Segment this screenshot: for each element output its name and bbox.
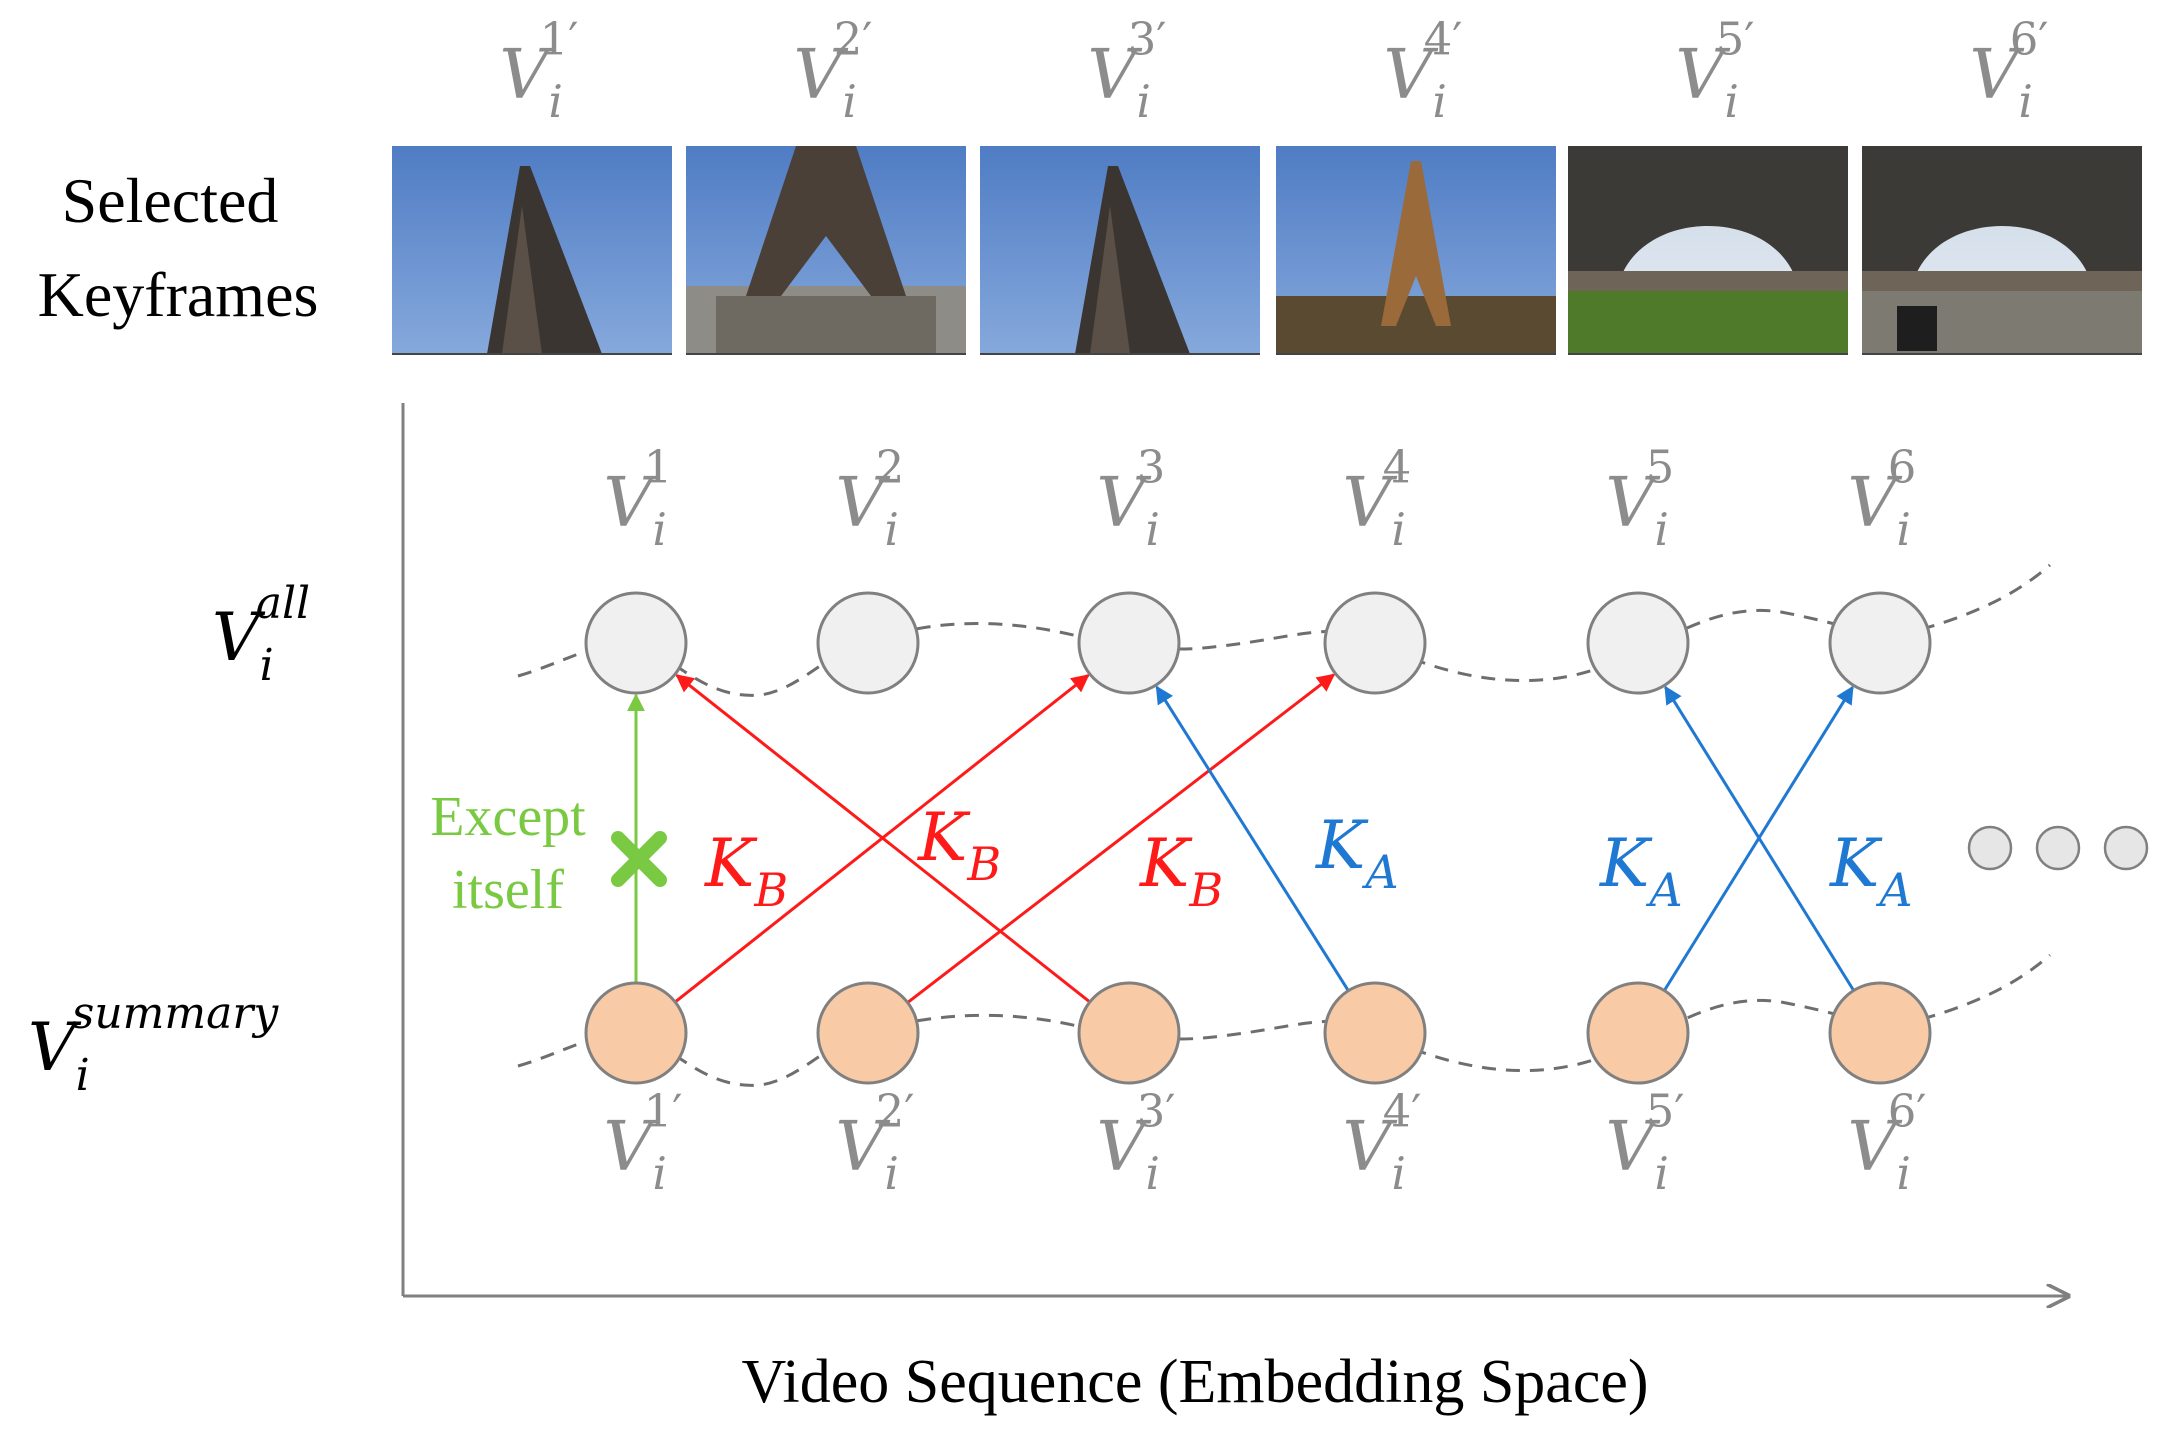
except-itself-line1: Except [430, 786, 586, 848]
summary-node-4 [1323, 981, 1427, 1085]
keyframe-labels: Vi1′ Vi2′ Vi3′ Vi4′ Vi5′ Vi6′ [499, 12, 2048, 128]
edge-label-ka-6: KA [1829, 825, 1913, 917]
edge-label-kb-2: KB [917, 799, 1001, 891]
all-node-label-2: Vi2 [835, 440, 904, 556]
edge-labels: KB KB KB KA KA KA [704, 799, 1913, 917]
keyframe-thumbnail-6 [1862, 146, 2142, 355]
keyframe-label-1: Vi1′ [499, 12, 578, 128]
ellipsis-icon [1967, 825, 2149, 871]
keyframe-thumbnail-5 [1568, 146, 1848, 355]
all-node-label-5: Vi5 [1605, 440, 1674, 556]
all-node-4 [1323, 591, 1427, 695]
keyframe-label-4: Vi4′ [1383, 12, 1462, 128]
edge-ka-7 [1664, 685, 1855, 992]
summary-node-label-6: Vi6′ [1847, 1084, 1926, 1200]
summary-node-2 [816, 981, 920, 1085]
edge-ka-5 [1155, 685, 1350, 992]
keyframe-thumbnails [392, 146, 2142, 355]
keyframe-thumbnail-1 [392, 146, 672, 355]
summary-node-label-4: Vi4′ [1342, 1084, 1421, 1200]
summary-node-1 [584, 981, 688, 1085]
row-label-all: Viall [212, 578, 310, 691]
all-node-2 [816, 591, 920, 695]
all-node-label-3: Vi3 [1096, 440, 1165, 556]
all-node-label-6: Vi6 [1847, 440, 1916, 556]
keyframe-thumbnail-4 [1276, 146, 1556, 355]
summary-node-5 [1586, 981, 1690, 1085]
edge-label-kb-3: KB [1139, 825, 1223, 917]
all-node-label-1: Vi1 [603, 440, 672, 556]
keyframe-label-5: Vi5′ [1675, 12, 1754, 128]
summary-node-label-3: Vi3′ [1096, 1084, 1175, 1200]
summary-node-3 [1077, 981, 1181, 1085]
all-node-3 [1077, 591, 1181, 695]
edge-kb-4 [906, 673, 1336, 1004]
top-embedding-curve [517, 563, 2051, 697]
excluded-cross-icon [611, 831, 667, 887]
all-node-6 [1828, 591, 1932, 695]
keyframe-thumbnail-3 [980, 146, 1260, 355]
all-frame-nodes [584, 591, 1932, 695]
except-itself-line2: itself [452, 859, 564, 921]
all-node-label-4: Vi4 [1342, 440, 1411, 556]
edge-label-ka-4: KA [1315, 807, 1399, 899]
all-node-1 [584, 591, 688, 695]
row-label-summary: Visummary [28, 988, 279, 1101]
bottom-embedding-curve [517, 953, 2051, 1087]
summary-node-label-2: Vi2′ [835, 1084, 914, 1200]
edge-label-kb-1: KB [704, 825, 788, 917]
keyframe-label-3: Vi3′ [1087, 12, 1166, 128]
summary-nodes [584, 981, 1932, 1085]
edges [627, 673, 1855, 1004]
summary-node-6 [1828, 981, 1932, 1085]
selected-keyframes-label-line2: Keyframes [38, 259, 319, 330]
keyframe-thumbnail-2 [686, 146, 966, 355]
keyframe-label-2: Vi2′ [793, 12, 872, 128]
edge-kb-3 [675, 674, 1091, 1004]
summary-node-label-1: Vi1′ [603, 1084, 682, 1200]
summary-node-label-5: Vi5′ [1605, 1084, 1684, 1200]
selected-keyframes-label-line1: Selected [62, 165, 279, 236]
all-node-5 [1586, 591, 1690, 695]
x-axis-label: Video Sequence (Embedding Space) [741, 1348, 1648, 1416]
edge-label-ka-5: KA [1599, 825, 1683, 917]
keyframe-label-6: Vi6′ [1969, 12, 2048, 128]
